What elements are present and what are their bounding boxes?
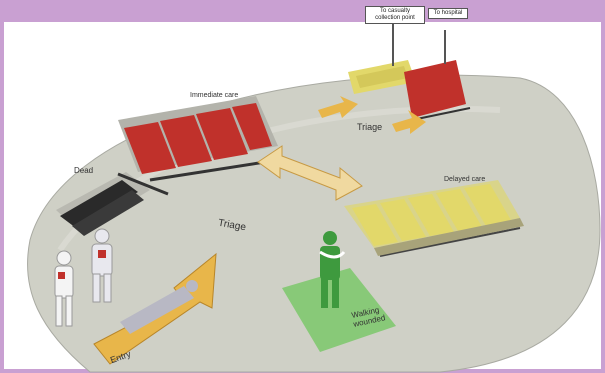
walking-patient-leg-left — [321, 278, 328, 308]
hospital-sign: To hospital — [428, 8, 468, 19]
collection-sign-post — [392, 24, 394, 66]
entry-patient-2-body — [92, 244, 112, 276]
entry-stretcher-head — [186, 280, 198, 292]
walking-patient-body — [320, 246, 340, 280]
triage-top-label: Triage — [357, 122, 382, 132]
entry-patient-2-head — [95, 229, 109, 243]
delayed-care-label: Delayed care — [444, 176, 485, 183]
immediate-care-label: Immediate care — [190, 92, 238, 99]
entry-patient-2-leg-left — [93, 274, 100, 302]
entry-patient-1-leg-right — [66, 296, 72, 326]
entry-patient-2-wound — [98, 250, 106, 258]
entry-patient-1-leg-left — [56, 296, 62, 326]
dead-label: Dead — [74, 166, 93, 175]
entry-patient-2-leg-right — [104, 274, 111, 302]
walking-patient-leg-right — [332, 278, 339, 308]
entry-patient-1-head — [57, 251, 71, 265]
entry-patient-1-body — [55, 266, 73, 298]
hospital-sign-post — [444, 30, 446, 64]
collection-point-sign: To casualty collection point — [365, 6, 425, 24]
entry-patient-1-wound — [58, 272, 65, 279]
walking-patient-head — [323, 231, 337, 245]
